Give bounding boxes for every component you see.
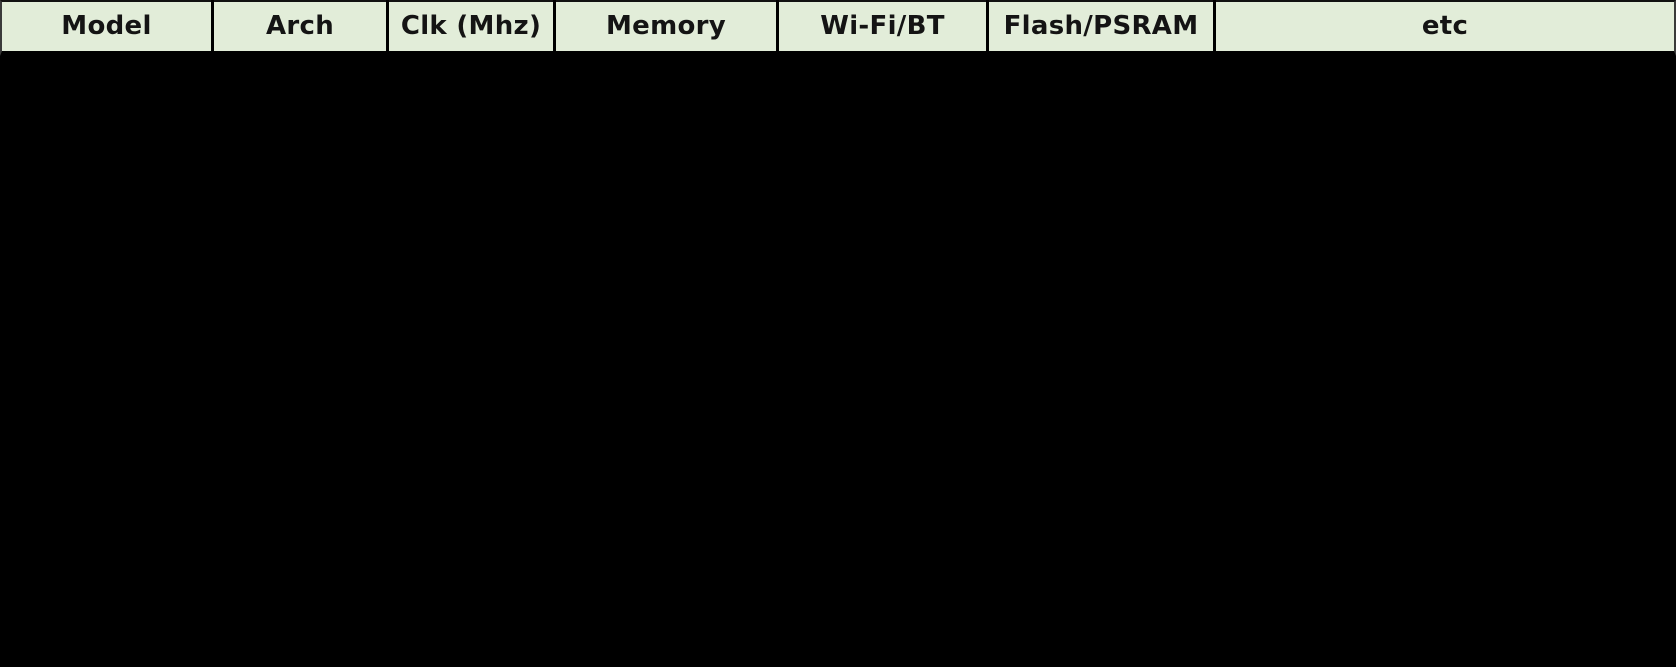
column-header-label: Flash/PSRAM xyxy=(1003,10,1199,41)
column-header-flash-psram[interactable]: Flash/PSRAM xyxy=(989,0,1213,56)
column-header-memory[interactable]: Memory xyxy=(556,0,776,56)
column-header-model[interactable]: Model xyxy=(0,0,211,56)
column-header-label: Memory xyxy=(605,10,727,41)
column-header-arch[interactable]: Arch xyxy=(214,0,386,56)
column-header-wifi-bt[interactable]: Wi-Fi/BT xyxy=(779,0,986,56)
column-header-label: Wi-Fi/BT xyxy=(820,10,945,41)
table-body-empty xyxy=(0,56,1676,667)
column-header-clk-mhz[interactable]: Clk (Mhz) xyxy=(389,0,553,56)
column-header-label: etc xyxy=(1421,10,1469,41)
column-header-label: Clk (Mhz) xyxy=(400,10,542,41)
table-header-row: Model Arch Clk (Mhz) Memory Wi-Fi/BT Fla… xyxy=(0,0,1676,56)
column-header-label: Arch xyxy=(265,10,335,41)
column-header-etc[interactable]: etc xyxy=(1216,0,1676,56)
column-header-label: Model xyxy=(61,10,152,41)
